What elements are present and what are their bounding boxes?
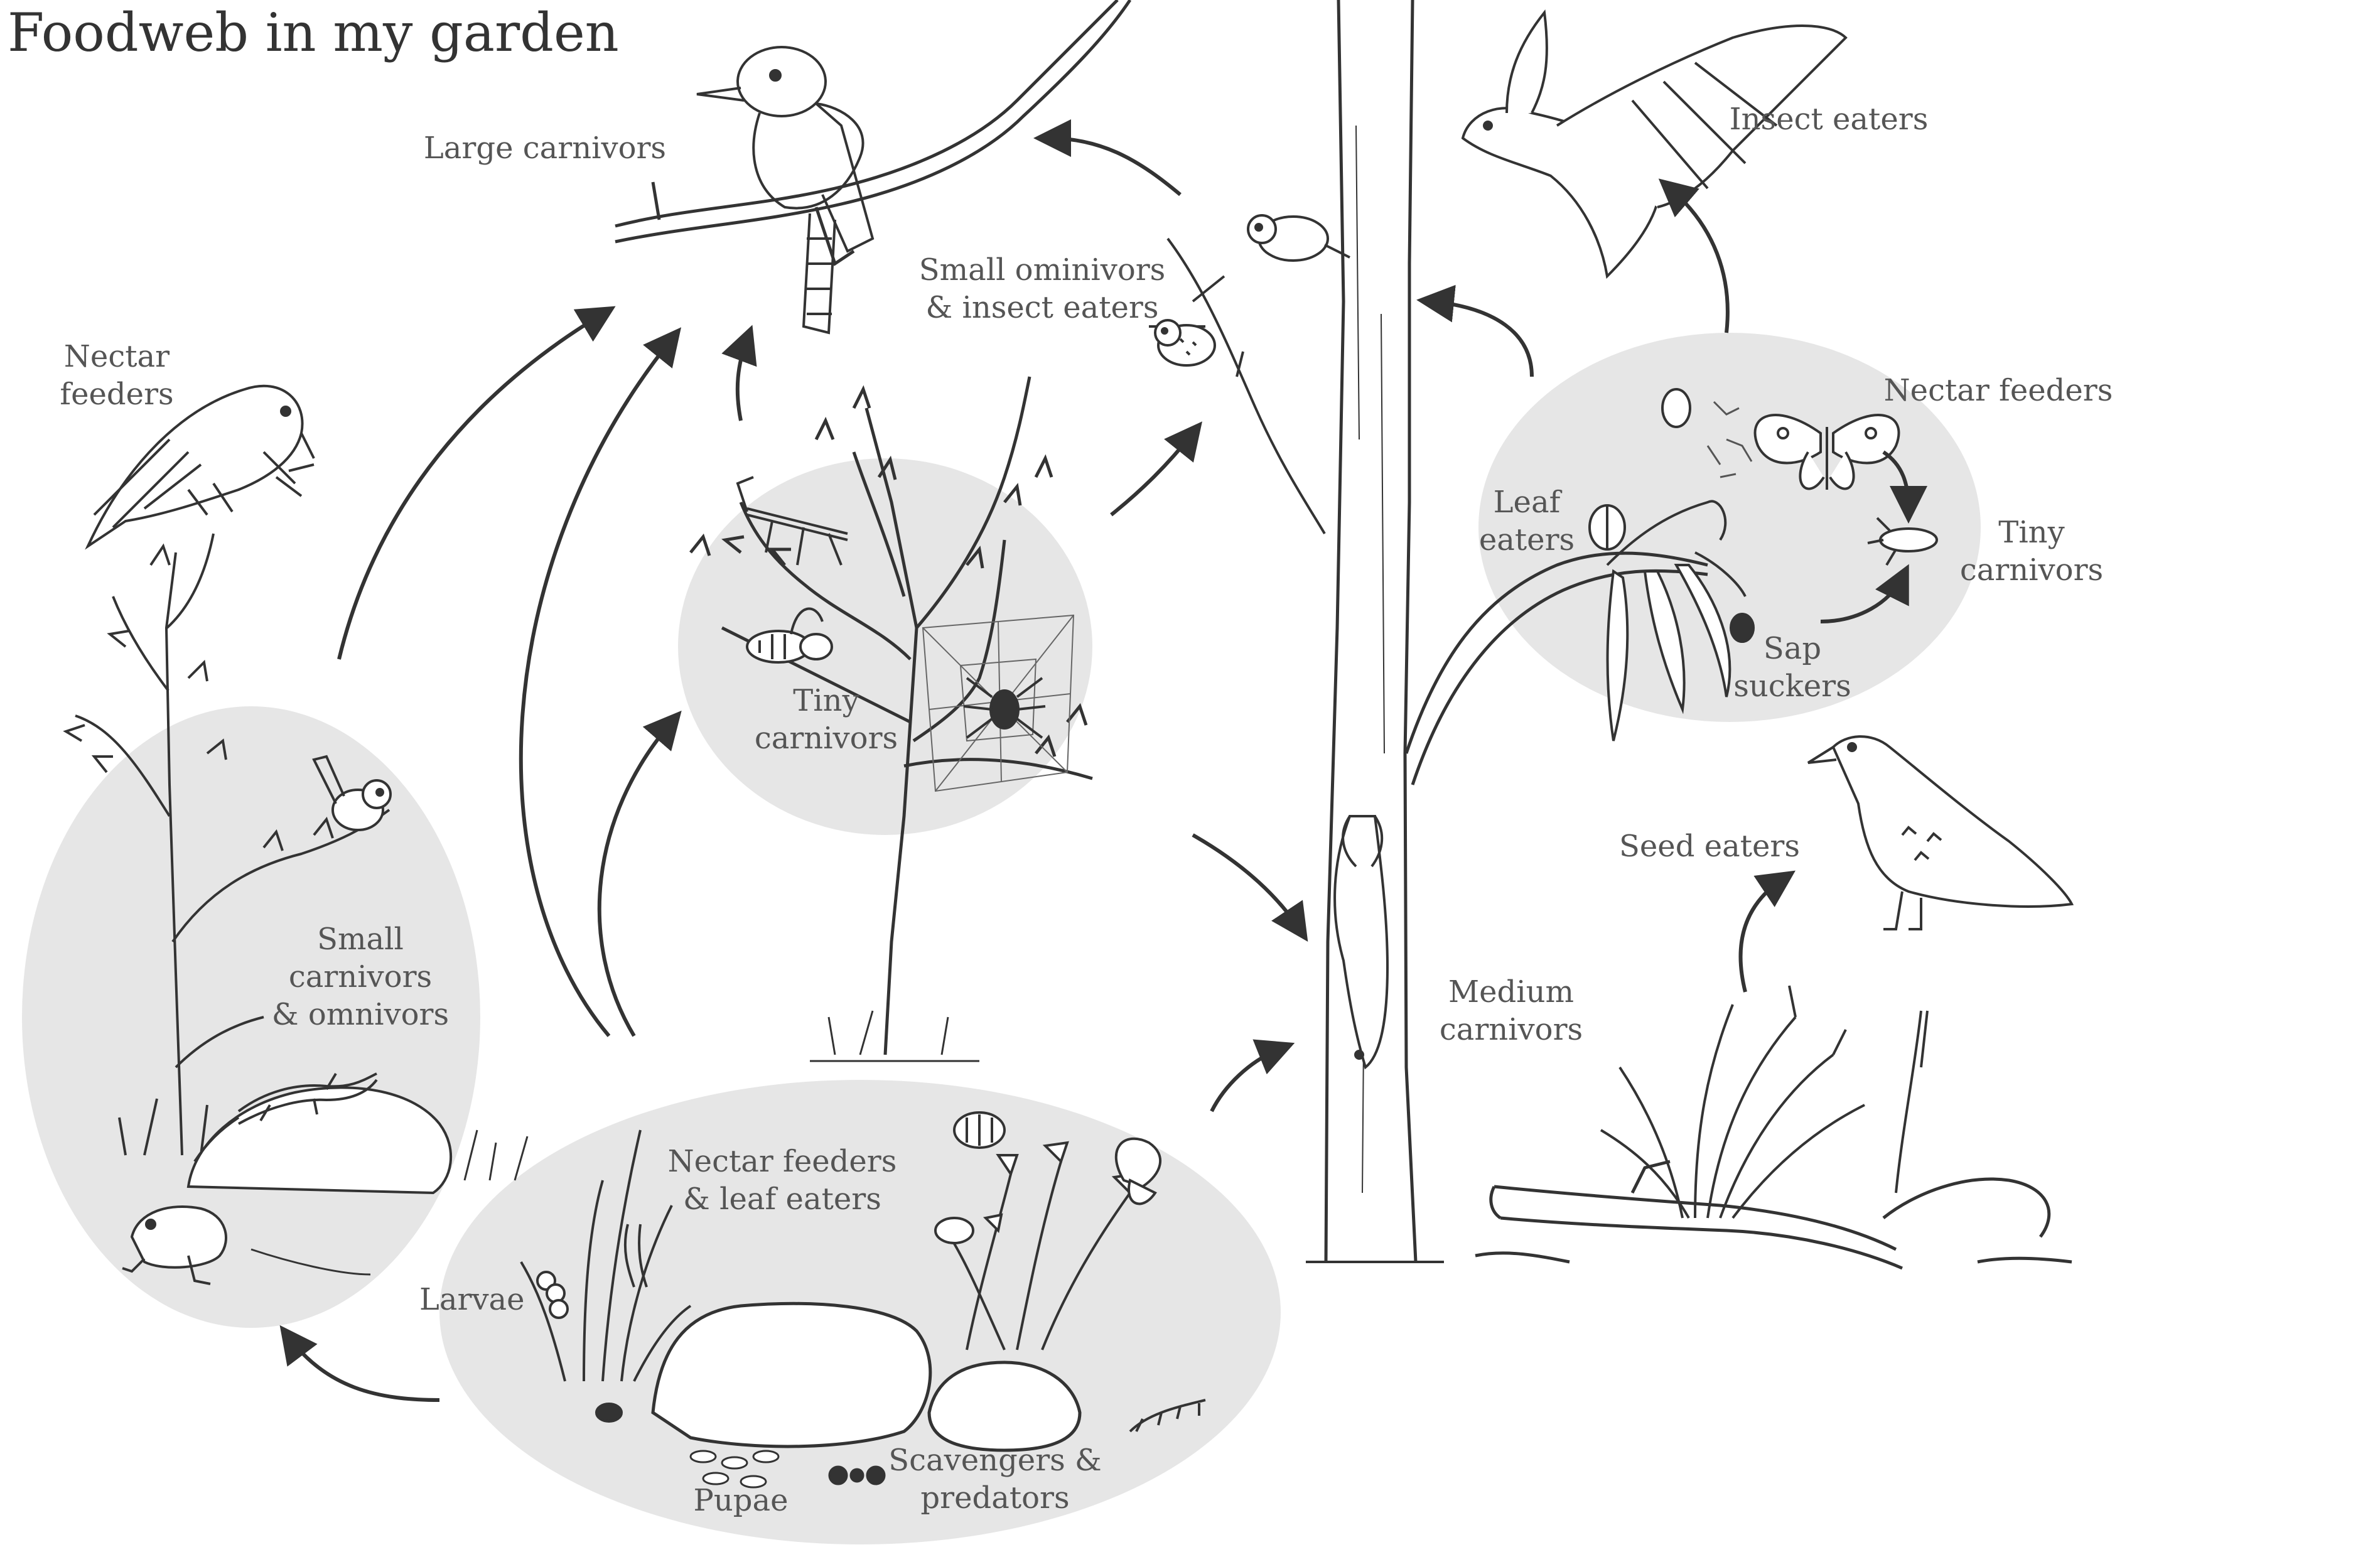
- label-tiny-carnivors-center: Tiny carnivors: [755, 682, 898, 757]
- label-line: carnivors: [1439, 1012, 1583, 1047]
- arrow-icon: [597, 710, 682, 1037]
- label-line: suckers: [1733, 669, 1851, 704]
- arrow-icon: [519, 327, 682, 1037]
- label-line: Insect eaters: [1729, 102, 1929, 137]
- kookaburra-icon: [696, 46, 875, 335]
- label-line: Medium: [1448, 974, 1575, 1010]
- label-sap-suckers: Sap suckers: [1733, 630, 1851, 705]
- arrow-icon: [1110, 421, 1202, 517]
- label-line: Nectar feeders: [1883, 373, 2113, 408]
- arrow-icon: [721, 325, 757, 421]
- label-line: Large carnivors: [423, 131, 667, 166]
- possum-icon: [1333, 815, 1389, 1070]
- label-large-carnivors: Large carnivors: [424, 129, 666, 167]
- label-seed-eaters: Seed eaters: [1619, 827, 1800, 865]
- label-line: Tiny: [793, 683, 859, 718]
- label-nectar-feeders-bird: Nectar feeders: [60, 338, 173, 413]
- tiny-fly-icon: [1867, 517, 1938, 566]
- label-line: Seed eaters: [1619, 829, 1800, 864]
- log-icon: [1475, 1160, 2072, 1270]
- group-backgrounds: [22, 333, 1981, 1544]
- caterpillar-icon: [536, 1224, 648, 1423]
- label-line: eaters: [1478, 522, 1575, 558]
- label-insect-eaters: Insect eaters: [1730, 100, 1929, 138]
- seedheads-icon: [1706, 401, 1753, 478]
- food-arrows: [279, 119, 1927, 1402]
- beetle-icon: [1588, 388, 1755, 643]
- label-tiny-carnivors-right: Tiny carnivors: [1960, 514, 2103, 589]
- label-line: carnivors: [288, 959, 433, 994]
- arrow-icon: [1192, 833, 1308, 942]
- arrow-icon: [1882, 450, 1927, 524]
- small-bird-icon: [1247, 214, 1350, 262]
- label-pupae: Pupae: [694, 1482, 789, 1519]
- pupae-icon: [689, 1450, 780, 1489]
- label-line: carnivors: [1959, 552, 2104, 588]
- label-small-omnivors: Small ominivors & insect eaters: [919, 251, 1166, 326]
- ant-icon: [828, 1465, 886, 1485]
- arrow-icon: [279, 1325, 440, 1402]
- twig-icon: [1149, 237, 1326, 535]
- label-leaf-eaters-tree: Leaf eaters: [1479, 483, 1575, 559]
- arrow-icon: [1416, 284, 1534, 377]
- label-line: Sap: [1763, 631, 1822, 666]
- label-line: predators: [920, 1480, 1070, 1516]
- label-line: feeders: [60, 377, 174, 412]
- label-line: Nectar feeders: [667, 1144, 897, 1179]
- dove-icon: [1807, 735, 2074, 930]
- butterfly-ground-icon: [1114, 1137, 1161, 1205]
- ground-plants-icon: [520, 1129, 1138, 1382]
- label-line: & insect eaters: [925, 290, 1159, 325]
- wasp-icon: [746, 607, 833, 664]
- label-line: carnivors: [754, 721, 898, 756]
- arrow-icon: [1033, 119, 1182, 197]
- butterfly-icon: [1753, 414, 1900, 490]
- group-tiny-carnivors-center: [678, 458, 1092, 835]
- label-medium-carnivors: Medium carnivors: [1440, 973, 1583, 1048]
- label-nectar-feeders-insects: Nectar feeders: [1884, 372, 2113, 409]
- label-line: Tiny: [1998, 515, 2065, 550]
- arrow-icon: [1738, 870, 1796, 993]
- grass-tuft-icon: [1600, 985, 1929, 1219]
- label-line: Nectar: [63, 339, 170, 374]
- arrow-icon: [1658, 178, 1730, 333]
- lizard-icon: [193, 1072, 378, 1163]
- arrow-icon: [1210, 1039, 1295, 1113]
- centipede-icon: [1129, 1399, 1206, 1433]
- label-line: Pupae: [693, 1483, 789, 1518]
- label-line: Scavengers &: [888, 1443, 1102, 1478]
- label-line: & omnivors: [271, 997, 450, 1032]
- mantis-icon: [736, 476, 848, 566]
- fairy-wren-icon: [312, 755, 392, 831]
- diagram-title: Foodweb in my garden: [8, 2, 619, 63]
- label-nectar-leaf-eaters: Nectar feeders & leaf eaters: [668, 1143, 897, 1218]
- label-line: Leaf: [1493, 485, 1561, 520]
- label-line: & leaf eaters: [683, 1182, 881, 1217]
- label-line: Small ominivors: [918, 252, 1166, 288]
- eucalyptus-branch-icon: [1606, 500, 1747, 741]
- label-scavengers-predators: Scavengers & predators: [888, 1441, 1102, 1517]
- label-line: Larvae: [419, 1282, 525, 1317]
- arrow-icon: [337, 306, 616, 660]
- rock-center-icon: [651, 1301, 1082, 1452]
- bee-icon: [934, 1111, 1006, 1244]
- honeyeater-icon: [85, 384, 315, 550]
- arrow-icon: [1820, 564, 1909, 623]
- kookaburra-branch-icon: [615, 0, 1132, 266]
- label-line: Small: [317, 922, 404, 957]
- bat-icon: [1461, 9, 1848, 279]
- central-tree-icon: [689, 376, 1093, 1062]
- ground-left-icon: [250, 1129, 529, 1276]
- spider-icon: [963, 677, 1046, 739]
- label-larvae: Larvae: [419, 1281, 525, 1318]
- pardalote-icon: [1154, 319, 1216, 367]
- label-small-carnivors: Small carnivors & omnivors: [272, 920, 449, 1033]
- frog-icon: [122, 1205, 227, 1285]
